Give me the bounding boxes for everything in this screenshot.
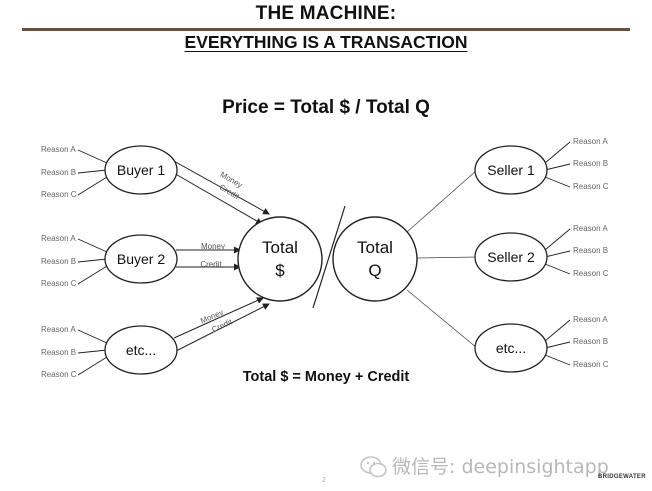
seller-reason-label: Reason A (573, 137, 608, 146)
total-dollars-label: Total (262, 238, 298, 257)
total-dollars-symbol: $ (275, 261, 285, 280)
buyer-reason-label: Reason C (41, 370, 77, 379)
flow-arrow (173, 303, 270, 353)
reason-connector (77, 349, 108, 354)
buyer-label: Buyer 2 (117, 251, 165, 267)
reason-connector (77, 176, 108, 196)
seller-reason-label: Reason B (573, 159, 608, 168)
buyer-reason-label: Reason A (41, 145, 76, 154)
reason-connector (77, 356, 108, 376)
brand-logo: BRIDGEWATER (598, 474, 646, 480)
buyer-reason-label: Reason B (41, 257, 76, 266)
buyer-label: etc... (126, 342, 156, 358)
seller-reason-label: Reason C (573, 269, 609, 278)
seller-node (474, 145, 548, 195)
buyer-node (104, 145, 178, 195)
reason-connector (544, 319, 571, 342)
seller-reason-label: Reason A (573, 315, 608, 324)
seller-node (474, 323, 548, 373)
supply-line (406, 169, 478, 233)
buyer-reason-label: Reason B (41, 348, 76, 357)
page-number: 2 (322, 477, 326, 484)
buyer-label: Buyer 1 (117, 162, 165, 178)
reason-connector (77, 238, 108, 253)
supply-line (406, 289, 478, 349)
buyer-reason-label: Reason C (41, 190, 77, 199)
reason-connector (77, 169, 108, 174)
reason-connector (77, 149, 108, 164)
seller-label: etc... (496, 340, 526, 356)
reason-connector (77, 329, 108, 344)
buyer-reason-label: Reason B (41, 168, 76, 177)
total-quantity-node (332, 216, 418, 302)
buyer-reason-label: Reason A (41, 325, 76, 334)
title-divider (22, 28, 630, 31)
total-dollars-formula: Total $ = Money + Credit (242, 369, 410, 385)
buyer-reason-label: Reason C (41, 279, 77, 288)
reason-connector (544, 354, 571, 366)
total-quantity-symbol: Q (368, 261, 381, 280)
reason-connector (544, 228, 571, 251)
total-dollars-node (237, 216, 323, 302)
seller-reason-label: Reason A (573, 224, 608, 233)
reason-connector (544, 176, 571, 188)
slide-title: THE MACHINE: (255, 3, 397, 24)
flow-arrow (171, 159, 270, 215)
buyer-reason-label: Reason A (41, 234, 76, 243)
divider-slash (312, 205, 346, 309)
seller-label: Seller 2 (487, 249, 535, 265)
reason-connector (544, 263, 571, 275)
reason-connector (544, 250, 571, 258)
seller-reason-label: Reason C (573, 182, 609, 191)
flow-label: Credit (200, 260, 222, 269)
watermark-text: 微信号: deepinsightapp (392, 456, 609, 478)
slide-subtitle: EVERYTHING IS A TRANSACTION (184, 32, 468, 52)
flow-arrow (173, 297, 264, 339)
buyer-node (104, 325, 178, 375)
price-formula: Price = Total $ / Total Q (222, 97, 430, 118)
total-quantity-label: Total (357, 238, 393, 257)
reason-connector (544, 341, 571, 349)
seller-reason-label: Reason B (573, 337, 608, 346)
reason-connector (77, 258, 108, 263)
seller-reason-label: Reason B (573, 246, 608, 255)
flow-label: Money (201, 242, 225, 251)
buyer-node (104, 234, 178, 284)
reason-connector (544, 163, 571, 171)
supply-line (416, 256, 478, 259)
reason-connector (544, 141, 571, 164)
flow-arrow (171, 171, 263, 225)
seller-label: Seller 1 (487, 162, 535, 178)
seller-reason-label: Reason C (573, 360, 609, 369)
reason-connector (77, 265, 108, 285)
seller-node (474, 232, 548, 282)
